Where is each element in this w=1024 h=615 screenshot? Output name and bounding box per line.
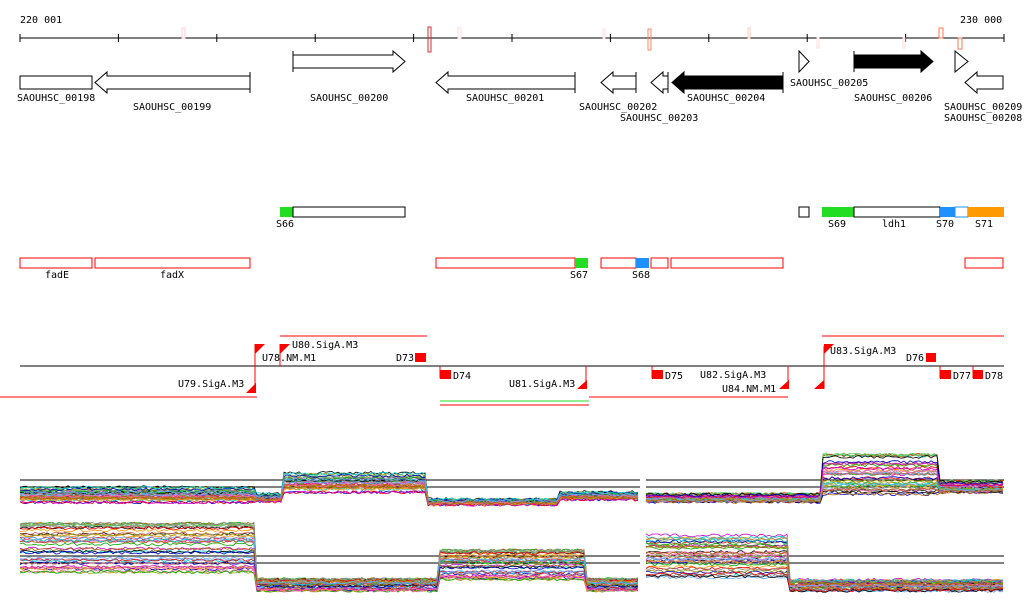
gene-track: SAOUHSC_00198 SAOUHSC_00199 SAOUHSC_0020… (17, 49, 1022, 124)
expression-trace (645, 567, 1004, 591)
expression-trace (19, 526, 639, 583)
expression-trace (19, 524, 639, 582)
feature-label: S70 (936, 219, 954, 230)
promoter-label[interactable]: D75 (665, 371, 683, 382)
gene-label: SAOUHSC_00204 (687, 93, 765, 104)
promoter-label[interactable]: U81.SigA.M3 (509, 379, 575, 390)
expression-trace (645, 455, 1004, 497)
feature-S68[interactable] (636, 258, 649, 268)
feature-fadX[interactable] (94, 257, 251, 269)
gene-label: SAOUHSC_00209 (944, 102, 1022, 113)
expression-trace (645, 538, 1004, 583)
feature-S70[interactable] (940, 207, 955, 217)
gene-SAOUHSC_00204[interactable] (671, 70, 784, 95)
gene-label: SAOUHSC_00203 (620, 113, 698, 124)
gene-label: SAOUHSC_00208 (944, 113, 1022, 124)
gene-label: SAOUHSC_00202 (579, 102, 657, 113)
expression-trace (19, 566, 639, 592)
expression-trace (19, 565, 639, 592)
feature-S71[interactable] (968, 207, 1004, 217)
expression-trace (19, 550, 639, 589)
promoter-label[interactable]: U82.SigA.M3 (700, 370, 766, 381)
gene-SAOUHSC_00205[interactable] (798, 49, 810, 74)
expression-trace (19, 542, 639, 587)
expression-trace (19, 535, 639, 585)
expression-trace (19, 476, 639, 503)
expression-trace (19, 485, 639, 506)
gene-label: SAOUHSC_00205 (790, 78, 868, 89)
feature-label: S66 (276, 219, 294, 230)
promoter-label[interactable]: U84.NM.M1 (722, 384, 776, 395)
gene-label: SAOUHSC_00198 (17, 93, 95, 104)
expression-trace (20, 483, 638, 505)
expression-traces (19, 452, 1004, 593)
feature-fadE[interactable] (19, 257, 93, 269)
feature-label: fadE (45, 270, 69, 281)
feature-S66[interactable] (280, 207, 293, 217)
expression-trace (645, 574, 1004, 593)
expression-trace (19, 522, 639, 582)
feature-label: S68 (632, 270, 650, 281)
feature-track: S66 S69 ldh1 S70 S71 (276, 206, 1004, 230)
feature-ldh1[interactable] (853, 206, 941, 218)
expression-trace (645, 537, 1004, 583)
gene-SAOUHSC_00200[interactable] (292, 49, 406, 74)
gene-SAOUHSC_00198[interactable] (19, 75, 93, 90)
promoter-label[interactable]: D78 (985, 371, 1003, 382)
expression-trace (19, 566, 639, 592)
gene-label: SAOUHSC_00206 (854, 93, 932, 104)
expression-trace (645, 482, 1004, 502)
feature-S69[interactable] (822, 207, 854, 217)
gene-label: SAOUHSC_00199 (133, 102, 211, 113)
expression-trace (645, 551, 1004, 587)
expression-trace (645, 571, 1004, 592)
expression-trace (19, 487, 639, 506)
gene-SAOUHSC_00206[interactable] (853, 49, 934, 74)
gene-SAOUHSC_00203[interactable] (650, 70, 669, 95)
expression-trace (645, 466, 1004, 499)
promoter-label[interactable]: D76 (906, 353, 924, 364)
ruler: 220 001 230 000 (19, 15, 1005, 53)
promoter-label[interactable]: D77 (953, 371, 971, 382)
expression-trace (19, 490, 639, 507)
promoter-label[interactable]: D73 (396, 353, 414, 364)
gene-SAOUHSC_00199[interactable] (94, 70, 251, 95)
gene-SAOUHSC_00208[interactable] (954, 49, 969, 74)
feature-S67[interactable] (575, 258, 588, 268)
promoter-label[interactable]: U80.SigA.M3 (292, 340, 358, 351)
expression-trace (19, 471, 639, 502)
feature-label: S71 (975, 219, 993, 230)
expression-trace (645, 480, 1004, 502)
ruler-start-label: 220 001 (20, 15, 62, 26)
expression-trace (645, 487, 1004, 503)
expression-trace (645, 544, 1004, 585)
gene-SAOUHSC_00209[interactable] (964, 70, 1004, 95)
promoter-label[interactable]: U79.SigA.M3 (178, 379, 244, 390)
promoter-label[interactable]: U78.NM.M1 (262, 353, 316, 364)
expression-trace (19, 477, 639, 503)
ruler-end-label: 230 000 (960, 15, 1002, 26)
promoter-label[interactable]: D74 (453, 371, 471, 382)
gene-SAOUHSC_00201[interactable] (435, 70, 576, 95)
feature-label: S67 (570, 270, 588, 281)
feature-label: ldh1 (882, 219, 906, 230)
expression-trace (645, 545, 1004, 585)
expression-trace (645, 542, 1004, 585)
expression-trace (19, 539, 639, 586)
expression-trace (645, 460, 1004, 498)
gene-label: SAOUHSC_00200 (310, 93, 388, 104)
red-feature-track: fadE fadX S67 S68 (19, 257, 1004, 281)
expression-trace (19, 547, 639, 588)
promoter-label[interactable]: U83.SigA.M3 (830, 346, 896, 357)
gene-label: SAOUHSC_00201 (466, 93, 544, 104)
expression-trace (19, 483, 639, 505)
gene-SAOUHSC_00202[interactable] (600, 70, 637, 95)
expression-trace (19, 521, 639, 582)
expression-trace (645, 465, 1004, 499)
promoter-track: U78.NM.M1 U80.SigA.M3 D73 U79.SigA.M3 D7… (0, 335, 1004, 406)
feature-label: fadX (160, 270, 184, 281)
feature-label: S69 (828, 219, 846, 230)
expression-trace (19, 557, 639, 590)
